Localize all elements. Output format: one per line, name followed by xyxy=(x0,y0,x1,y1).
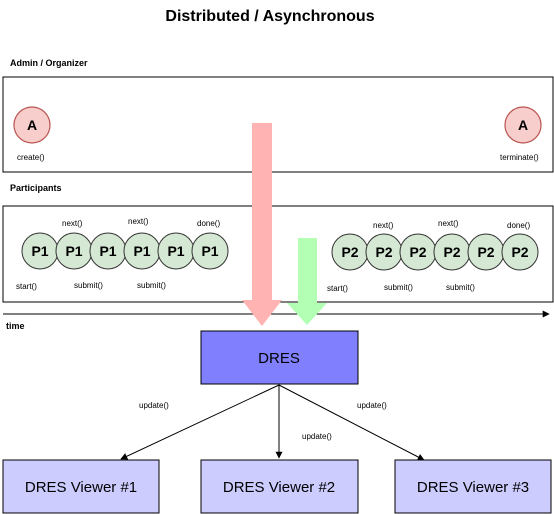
p2-done-label: done() xyxy=(507,221,530,230)
p2-node-3-label: P2 xyxy=(409,244,426,260)
p2-submit-label-2: submit() xyxy=(446,283,475,292)
update-label-left: update() xyxy=(139,401,169,410)
p2-node-5-label: P2 xyxy=(477,244,494,260)
viewer-box-2 xyxy=(200,459,359,514)
viewer-label-1: DRES Viewer #1 xyxy=(25,479,137,496)
p2-node-1-label: P2 xyxy=(341,244,358,260)
p2-next-label-2: next() xyxy=(438,219,459,228)
participants-to-dres-arrow xyxy=(287,238,327,325)
terminate-label: terminate() xyxy=(500,153,539,162)
p1-node-6 xyxy=(191,232,229,270)
p1-node-4-label: P1 xyxy=(133,243,150,259)
p1-submit-label-2: submit() xyxy=(137,281,166,290)
admin-create-node-label: A xyxy=(27,117,37,133)
viewer-box-3 xyxy=(394,459,552,514)
p1-next-label-1: next() xyxy=(62,219,83,228)
p1-done-label: done() xyxy=(197,219,220,228)
p2-node-6-label: P2 xyxy=(511,244,528,260)
p2-start-label: start() xyxy=(327,284,348,293)
admin-section-label: Admin / Organizer xyxy=(10,58,88,68)
p2-node-2-label: P2 xyxy=(375,244,392,260)
viewer-label-2: DRES Viewer #2 xyxy=(223,479,335,496)
update-label-right: update() xyxy=(357,401,387,410)
p1-node-6-label: P1 xyxy=(201,243,218,259)
p1-chain: P1 P1 P1 P1 P1 P1 xyxy=(21,232,229,270)
p2-next-label-1: next() xyxy=(373,221,394,230)
p1-next-label-2: next() xyxy=(128,217,149,226)
p1-node-5-label: P1 xyxy=(167,243,184,259)
create-label: create() xyxy=(17,153,45,162)
viewer-label-3: DRES Viewer #3 xyxy=(417,479,529,496)
update-label-center: update() xyxy=(302,432,332,441)
dres-box xyxy=(200,330,359,385)
p1-submit-label-1: submit() xyxy=(74,281,103,290)
time-label: time xyxy=(6,321,25,331)
admin-lane xyxy=(2,76,554,173)
admin-create-node xyxy=(13,106,51,144)
diagram-title: Distributed / Asynchronous xyxy=(165,8,374,25)
p2-node-4-label: P2 xyxy=(443,244,460,260)
p2-chain: P2 P2 P2 P2 P2 P2 xyxy=(331,233,539,271)
p1-node-3-label: P1 xyxy=(99,243,116,259)
admin-terminate-node-label: A xyxy=(518,117,528,133)
p1-node-1-label: P1 xyxy=(31,243,48,259)
admin-to-dres-arrow xyxy=(242,123,282,326)
update-arrow-viewer-3 xyxy=(278,384,425,461)
admin-terminate-node xyxy=(504,106,542,144)
p1-node-2-label: P1 xyxy=(65,243,82,259)
viewer-box-1 xyxy=(2,459,160,514)
p2-node-6 xyxy=(501,233,539,271)
participants-section-label: Participants xyxy=(10,183,62,193)
p2-submit-label-1: submit() xyxy=(384,283,413,292)
p1-start-label: start() xyxy=(16,282,37,291)
dres-label: DRES xyxy=(258,350,300,367)
update-arrow-viewer-1 xyxy=(120,384,280,460)
